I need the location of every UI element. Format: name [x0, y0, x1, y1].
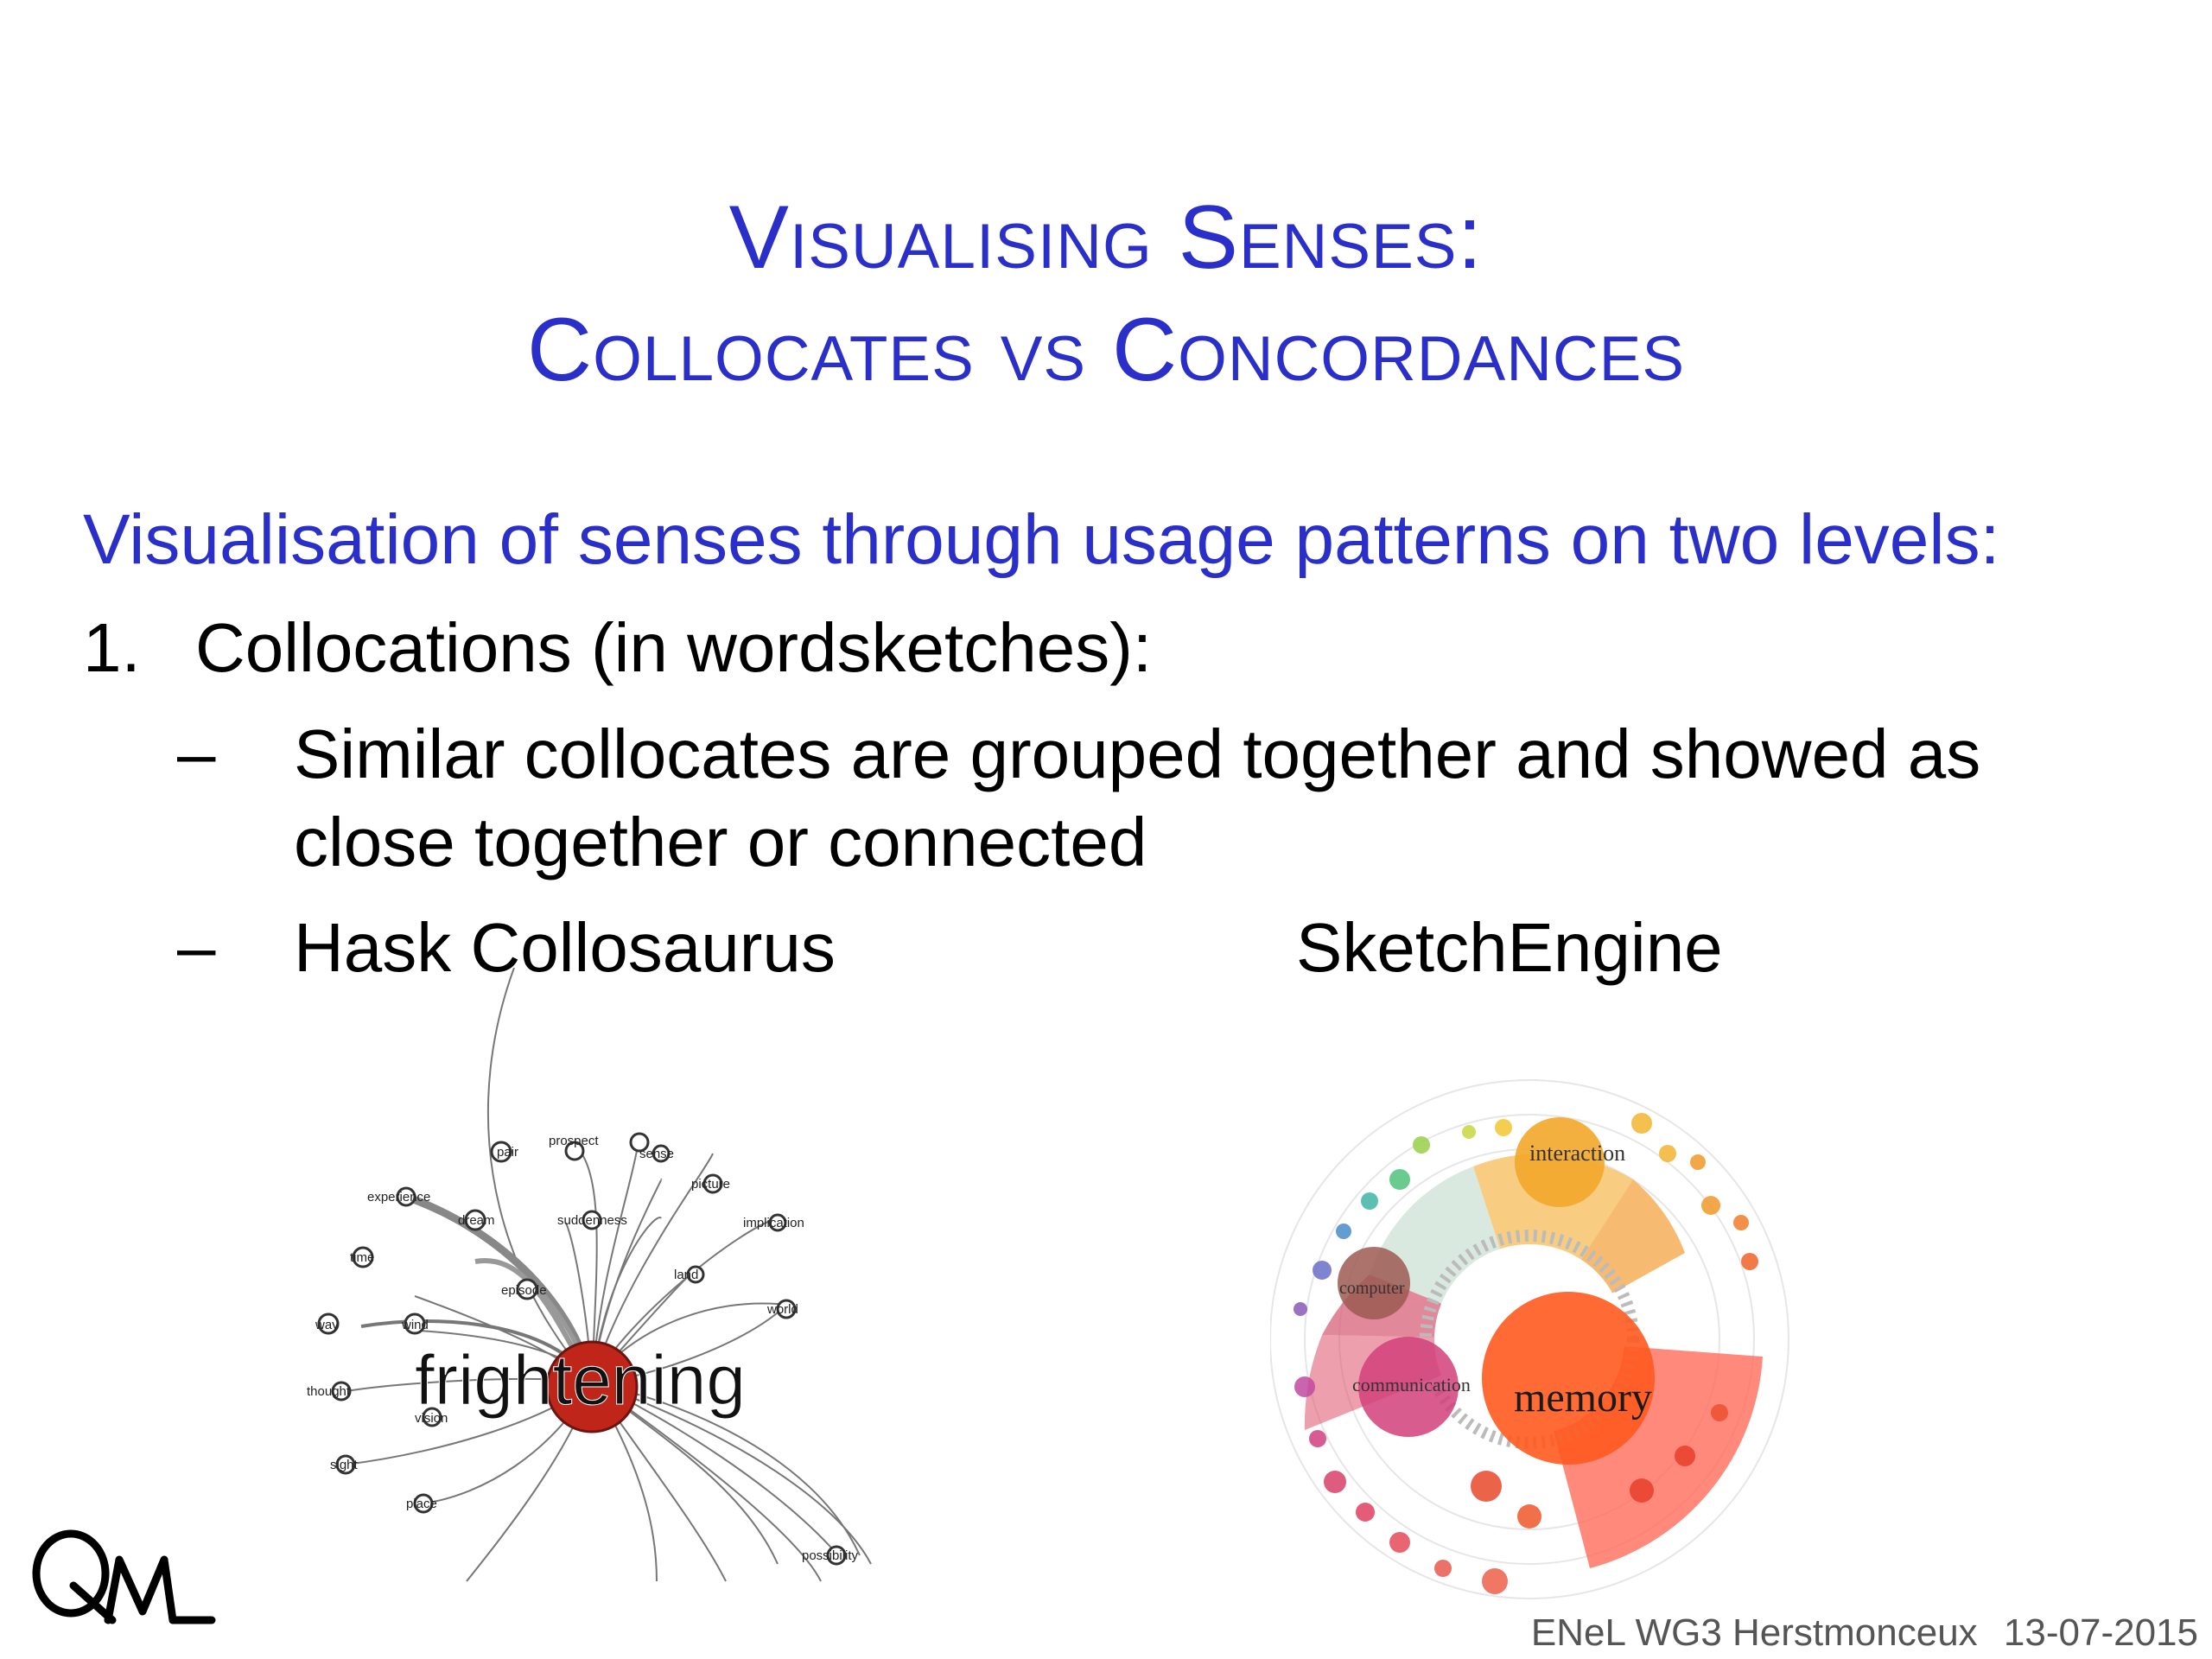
bubble-memory: [1482, 1292, 1655, 1465]
hask-node-label: picture: [691, 1177, 730, 1192]
footer-event: ENeL WG3 Herstmonceux: [1530, 1611, 1978, 1654]
bubble-computer: [1338, 1247, 1410, 1319]
hask-node-label: pair: [497, 1145, 518, 1160]
sketch-label-computer: computer: [1339, 1279, 1405, 1298]
sub-item-1-line-1: Similar collocates are grouped together …: [294, 715, 1981, 792]
sub-item-1-line-2: close together or connected: [294, 804, 1147, 880]
hask-node-label: sense: [639, 1147, 674, 1161]
title-line-2: Collocates vs Concordances: [526, 300, 1686, 400]
hask-node-label: sight: [330, 1458, 359, 1472]
hask-node-label: thought: [307, 1384, 351, 1399]
sub-bullet-dash: –: [177, 908, 216, 985]
hask-node-label: possibility: [802, 1548, 859, 1563]
hask-collosaurus-graph: pair prospect sense picture implication …: [294, 968, 899, 1590]
hask-node-label: suddenness: [557, 1213, 627, 1228]
slide-footer: ENeL WG3 Herstmonceux 13-07-2015: [1531, 1609, 2198, 1657]
hask-node-label: place: [406, 1497, 437, 1511]
slide-title: Visualising Senses: Collocates vs Concor…: [0, 181, 2212, 406]
footer-date: 13-07-2015: [2003, 1611, 2198, 1654]
hask-node-label: land: [674, 1268, 698, 1282]
hask-center-label: frightening: [415, 1341, 746, 1420]
bubble-communication: [1358, 1337, 1459, 1437]
hask-node-label: implication: [743, 1216, 804, 1230]
sketch-label-memory: memory: [1514, 1375, 1652, 1421]
hask-node-label: way: [315, 1318, 339, 1332]
sketchengine-label: SketchEngine: [1296, 909, 1723, 986]
sketchengine-graph: interaction computer communication memor…: [1270, 1050, 1840, 1620]
hask-node-label: wind: [401, 1318, 429, 1332]
hask-node-label: episode: [501, 1283, 547, 1298]
hask-node-label: prospect: [549, 1134, 599, 1148]
list-number: 1.: [83, 609, 141, 686]
hask-center-node: [545, 1340, 639, 1433]
sketch-label-interaction: interaction: [1529, 1141, 1625, 1166]
title-line-1: Visualising Senses:: [728, 188, 1484, 288]
qml-logo: [26, 1525, 216, 1633]
sub-bullet-dash: –: [177, 715, 216, 791]
hask-node-label: experience: [367, 1190, 430, 1205]
hask-node-label: time: [350, 1250, 374, 1265]
hask-node-label: world: [766, 1302, 798, 1317]
sub-item-2: Hask Collosaurus: [294, 909, 836, 986]
list-item-text: Collocations (in wordsketches):: [195, 609, 1153, 686]
hask-node-label: vision: [415, 1411, 448, 1426]
bubble-interaction: [1515, 1117, 1605, 1207]
sketch-label-communication: communication: [1352, 1374, 1471, 1395]
hask-node-label: dream: [458, 1213, 495, 1228]
intro-text: Visualisation of senses through usage pa…: [83, 500, 2000, 579]
